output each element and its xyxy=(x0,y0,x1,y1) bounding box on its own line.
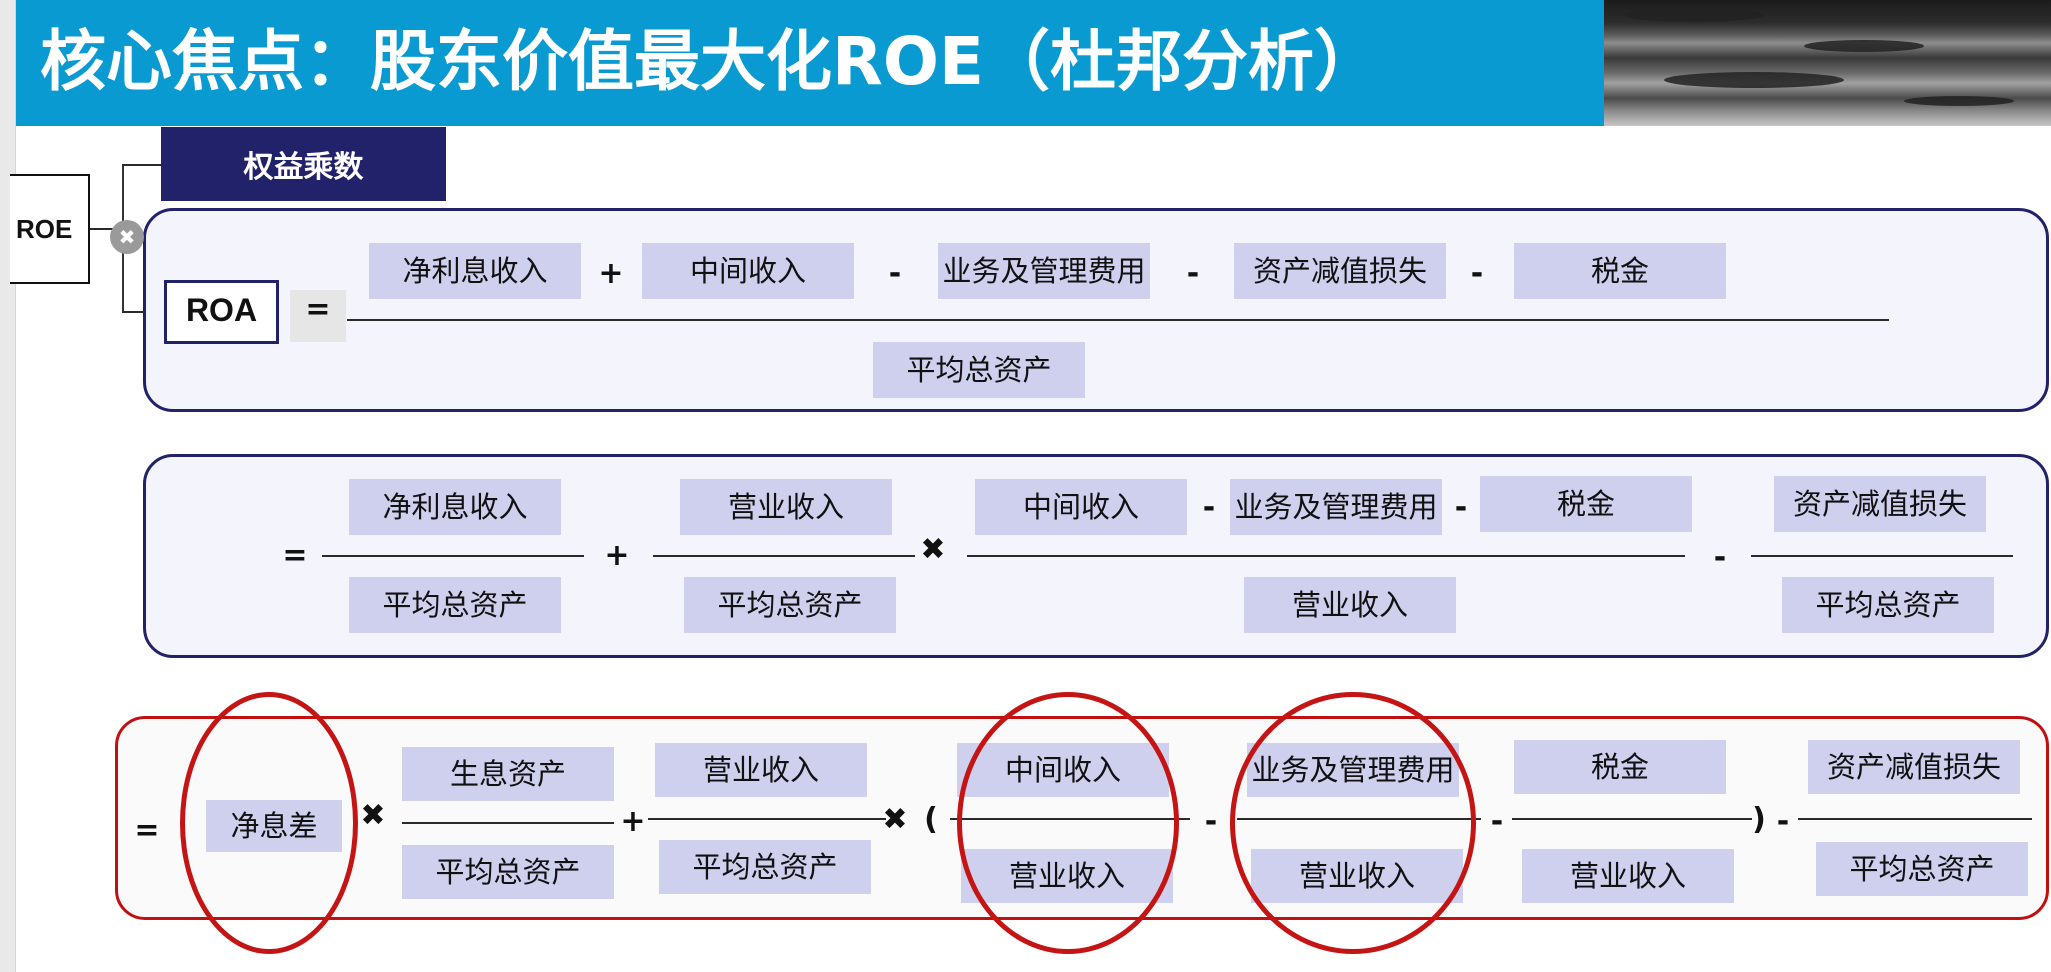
r1-op-minus-3: - xyxy=(1470,256,1484,291)
multiply-node-glyph: ✖ xyxy=(118,225,136,249)
r1-op-minus-1: - xyxy=(888,256,902,291)
highlight-circle-admin-expenses xyxy=(1230,692,1476,954)
equity-multiplier-label: 权益乘数 xyxy=(243,150,364,185)
header-photo xyxy=(1604,0,2051,126)
r3-minus-3: - xyxy=(1776,804,1790,839)
r2-t3-op-1: - xyxy=(1202,490,1216,525)
connector-roe xyxy=(90,228,124,230)
r2-t4-den: 平均总资产 xyxy=(1782,577,1994,633)
r3-t6-num: 资产减值损失 xyxy=(1808,740,2020,794)
r3-t2-num: 营业收入 xyxy=(655,743,867,797)
r2-plus: + xyxy=(604,538,630,573)
r3-t2-bar xyxy=(648,818,886,820)
r2-t2-bar xyxy=(653,555,915,557)
r1-num-impairment-loss: 资产减值损失 xyxy=(1234,243,1446,299)
r1-num-net-interest-income: 净利息收入 xyxy=(369,243,581,299)
r2-t4-num: 资产减值损失 xyxy=(1774,476,1986,532)
roa-equals: = xyxy=(290,290,346,342)
r3-close-paren: ) xyxy=(1752,802,1766,837)
r3-t1-num: 生息资产 xyxy=(402,747,614,801)
r1-num-fee-income: 中间收入 xyxy=(642,243,854,299)
equity-multiplier-box xyxy=(161,127,446,201)
r2-t3-num-taxes: 税金 xyxy=(1480,476,1692,532)
r2-t1-bar xyxy=(322,555,584,557)
r3-t5-num: 税金 xyxy=(1514,740,1726,794)
r2-times: ✖ xyxy=(920,532,946,567)
r3-open-paren: ( xyxy=(924,802,938,837)
left-margin-strip xyxy=(0,0,16,972)
r1-fraction-bar xyxy=(347,319,1889,321)
roa-formula-panel xyxy=(143,208,2049,412)
slide-title: 核心焦点：股东价值最大化ROE（杜邦分析） xyxy=(40,23,1381,100)
connector-equity xyxy=(122,164,162,166)
r3-times-2: ✖ xyxy=(882,802,908,837)
r2-t3-den: 营业收入 xyxy=(1244,577,1456,633)
r1-num-admin-expenses: 业务及管理费用 xyxy=(938,243,1150,299)
r2-t3-bar xyxy=(967,555,1685,557)
r2-t1-den: 平均总资产 xyxy=(349,577,561,633)
r1-num-taxes: 税金 xyxy=(1514,243,1726,299)
r1-op-minus-2: - xyxy=(1186,256,1200,291)
r2-minus: - xyxy=(1713,540,1727,575)
r1-den-avg-total-assets: 平均总资产 xyxy=(873,342,1085,398)
r2-t2-den: 平均总资产 xyxy=(684,577,896,633)
roe-box xyxy=(10,174,90,284)
r2-equals: = xyxy=(282,538,308,573)
r1-op-plus: + xyxy=(598,256,624,291)
r3-t1-den: 平均总资产 xyxy=(402,845,614,899)
r3-equals: = xyxy=(134,813,160,848)
r2-t3-num-admin-expenses: 业务及管理费用 xyxy=(1230,479,1442,535)
r3-plus: + xyxy=(620,804,646,839)
r2-t4-bar xyxy=(1751,555,2013,557)
highlight-circle-fee-income xyxy=(957,692,1179,954)
r3-t6-den: 平均总资产 xyxy=(1816,842,2028,896)
r2-t2-num: 营业收入 xyxy=(680,479,892,535)
r3-t1-bar xyxy=(402,822,614,824)
r3-minus-1: - xyxy=(1204,804,1218,839)
roa-box xyxy=(164,280,279,344)
r2-t3-num-fee-income: 中间收入 xyxy=(975,479,1187,535)
roe-label: ROE xyxy=(16,214,73,244)
r2-t1-num: 净利息收入 xyxy=(349,479,561,535)
r3-t5-den: 营业收入 xyxy=(1522,849,1734,903)
r2-t3-op-2: - xyxy=(1454,490,1468,525)
highlight-circle-spread xyxy=(180,692,358,954)
r3-times-1: ✖ xyxy=(360,798,386,833)
roa-label: ROA xyxy=(185,292,258,328)
r3-minus-2: - xyxy=(1490,804,1504,839)
multiply-node: ✖ xyxy=(110,220,144,254)
r3-t5-bar xyxy=(1512,818,1752,820)
r3-t2-den: 平均总资产 xyxy=(659,840,871,894)
title-banner xyxy=(16,0,1604,126)
r3-t6-bar xyxy=(1798,818,2032,820)
